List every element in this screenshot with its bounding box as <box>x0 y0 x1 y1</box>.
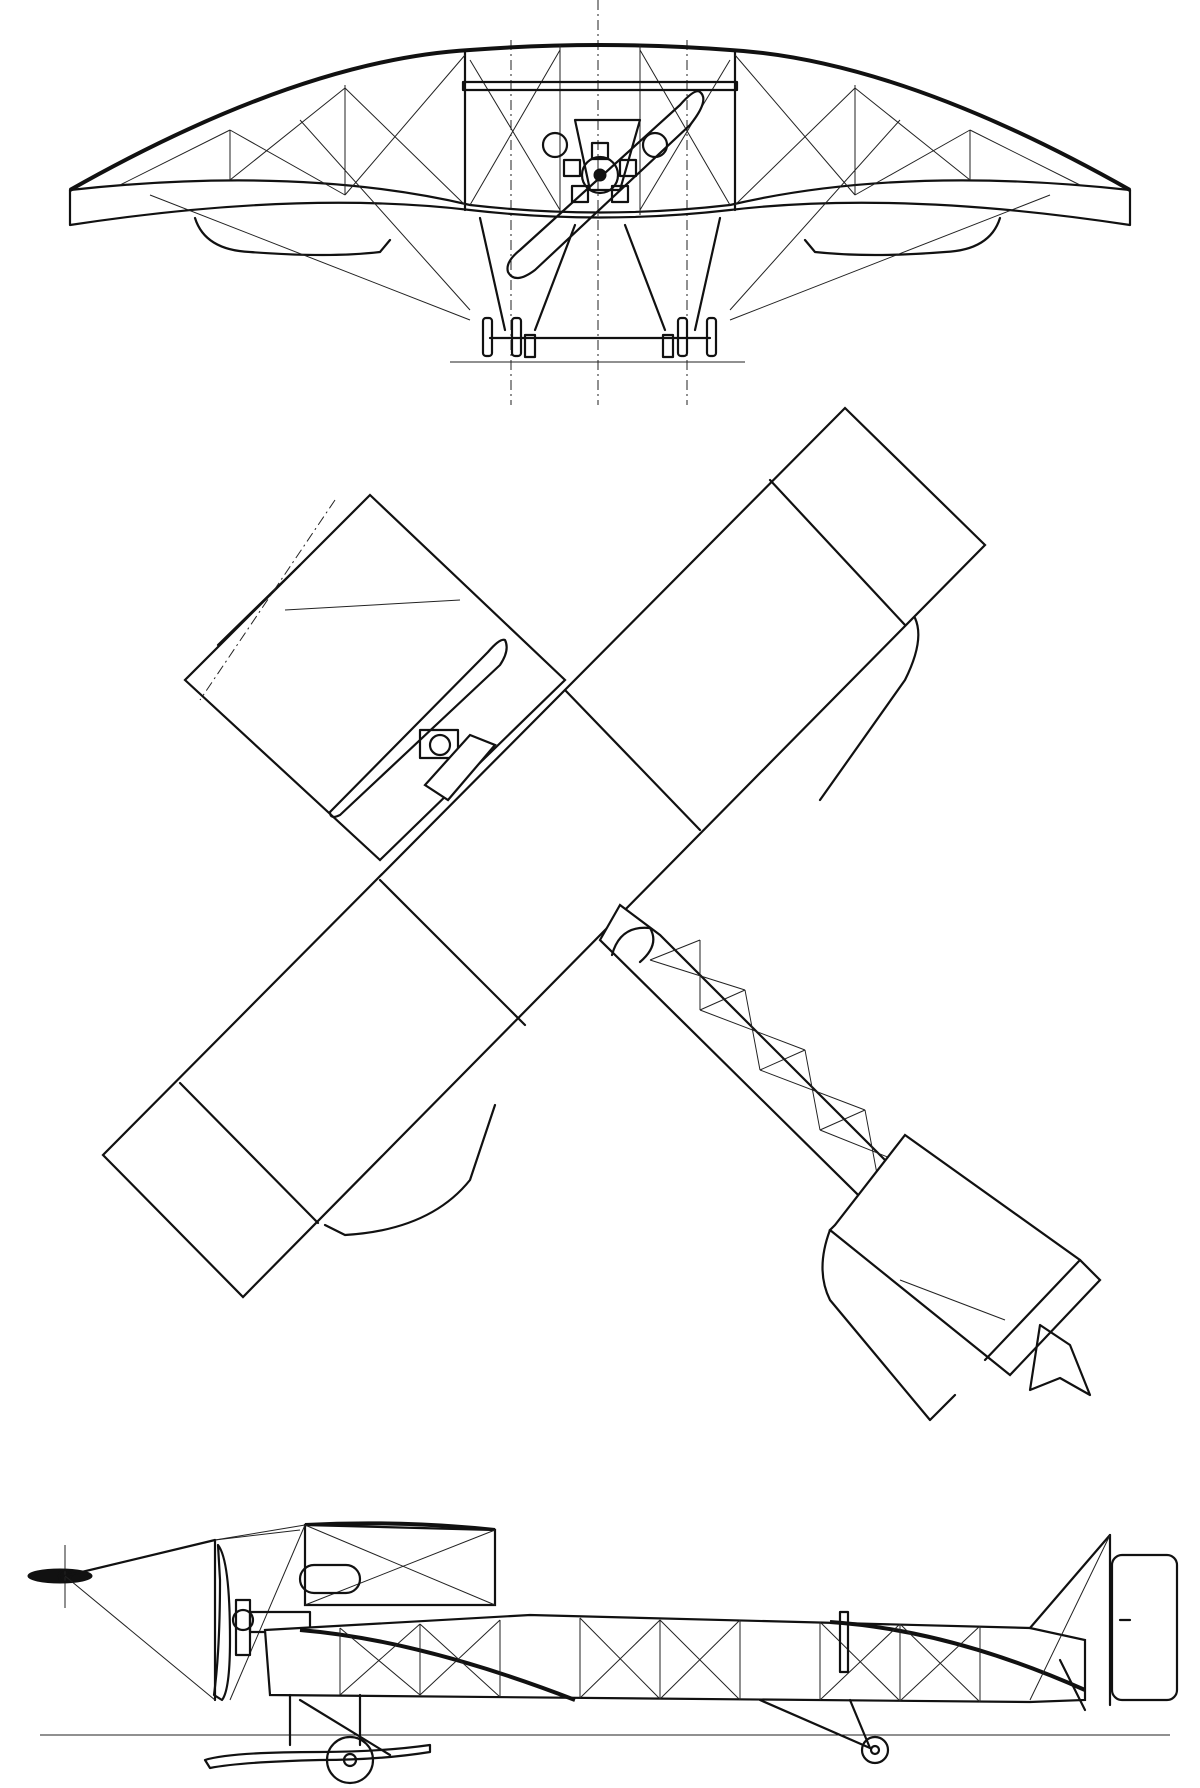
fuel-tank-left <box>541 131 569 159</box>
tail-wire <box>899 1279 1006 1321</box>
plan-engine <box>328 638 508 819</box>
gear-strut <box>533 223 577 332</box>
elevator-hinge <box>983 1258 1082 1362</box>
engine-hub <box>428 733 452 757</box>
wing-rib <box>563 688 702 832</box>
front-wing <box>68 43 1132 321</box>
fuselage-side-bracing <box>339 1617 981 1703</box>
skid-runner <box>203 1743 432 1770</box>
wire <box>214 1529 301 1541</box>
skid <box>523 333 537 359</box>
plan-tail <box>821 1133 1102 1422</box>
wing-lower-surface <box>68 188 1132 227</box>
forward-plane-spar <box>284 599 461 611</box>
main-wheel-hub <box>342 1752 358 1768</box>
main-wheel <box>325 1735 375 1785</box>
cockpit-opening <box>610 926 655 964</box>
gear-strut <box>693 216 722 332</box>
main-wing-outline <box>101 406 987 1299</box>
gear-strut <box>623 223 667 332</box>
seat <box>423 733 497 802</box>
wheel <box>481 316 494 358</box>
forward-elevator <box>212 1543 232 1702</box>
wire <box>1029 1534 1111 1701</box>
fuel-tank <box>298 1563 362 1595</box>
front-view <box>68 0 1132 405</box>
propeller-hub <box>57 1568 73 1584</box>
longeron-curve <box>299 1628 576 1702</box>
wheel <box>705 316 718 358</box>
side-forward-frame <box>63 1529 301 1702</box>
rotary-engine <box>562 141 638 204</box>
tail-skid <box>1058 1658 1087 1712</box>
wing-upper-profile <box>304 1521 496 1532</box>
rudder <box>1028 1323 1092 1397</box>
engine-block <box>418 728 460 760</box>
forward-plane-axis <box>199 499 336 701</box>
engine-hub <box>231 1608 255 1632</box>
forward-plane-rib <box>216 563 302 647</box>
aileron-line <box>178 1081 320 1225</box>
front-engine <box>506 90 705 280</box>
aileron-line <box>768 478 907 627</box>
wing-trailing-fairing <box>818 616 920 802</box>
wire <box>64 1575 216 1701</box>
wheel <box>676 316 689 358</box>
plan-view <box>101 406 1102 1422</box>
side-landing-gear <box>203 1658 1087 1785</box>
fuselage-side-outline <box>263 1613 1087 1704</box>
bracing-wires <box>119 49 1081 321</box>
gear-strut <box>298 1698 392 1757</box>
tail-post <box>1028 1533 1112 1630</box>
side-propeller <box>27 1545 93 1608</box>
left-float <box>193 216 392 257</box>
side-view <box>27 1521 1179 1785</box>
wheel <box>510 316 523 358</box>
elevator <box>821 1228 957 1422</box>
rudder-side <box>1110 1553 1179 1702</box>
right-float <box>803 216 1002 257</box>
side-tail <box>1028 1533 1179 1707</box>
propeller-blade <box>506 90 705 280</box>
wire <box>304 1524 496 1606</box>
wing-rib <box>378 878 527 1027</box>
wing-upper-surface <box>69 43 1131 192</box>
gear-strut <box>478 216 507 332</box>
fuselage-fitting <box>838 1610 850 1674</box>
wire <box>214 1524 306 1541</box>
tail-skid-strut <box>758 1698 872 1750</box>
propeller-plan <box>328 638 508 819</box>
tail-wheel-hub <box>869 1744 881 1756</box>
tail-wheel <box>860 1735 890 1765</box>
longeron-curve <box>829 1620 1086 1692</box>
wing-leading-edge <box>68 179 1132 214</box>
skid <box>661 333 675 359</box>
front-landing-gear <box>478 216 722 359</box>
cabane-tube <box>461 80 739 92</box>
wing-trailing-fairing <box>323 1103 497 1237</box>
side-fuselage <box>263 1610 1087 1704</box>
plan-main-wing <box>101 406 987 1299</box>
side-wing <box>214 1521 497 1701</box>
outrigger <box>63 1538 217 1578</box>
